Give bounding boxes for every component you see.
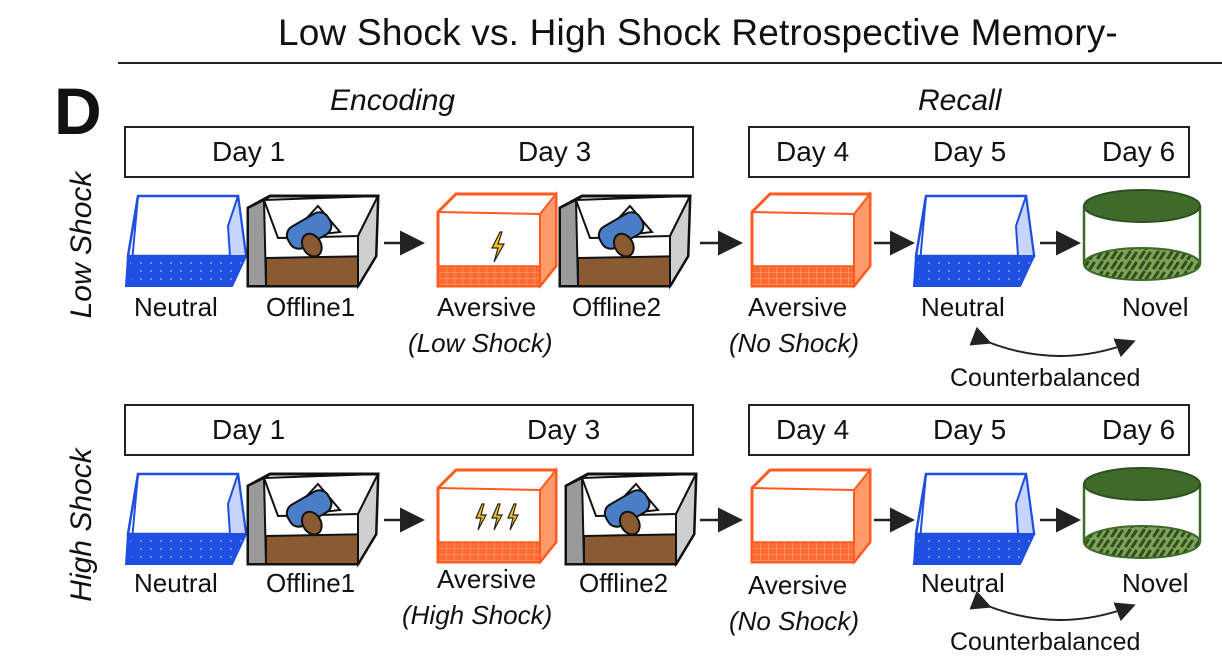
offline-homecage-icon <box>246 472 380 568</box>
neutral-context-icon <box>912 472 1036 565</box>
stage-label: Aversive <box>437 564 537 594</box>
day-label: Day 1 <box>212 414 286 445</box>
stage-label: Neutral <box>134 292 218 322</box>
offline-homecage-icon <box>564 472 698 568</box>
offline-homecage-icon <box>558 194 692 290</box>
novel-context-icon <box>1082 189 1202 281</box>
stage-label: Offline2 <box>572 292 662 322</box>
shock-condition-label: (Low Shock) <box>408 328 553 358</box>
day-label: Day 6 <box>1102 136 1176 167</box>
recall-days-box <box>748 404 1190 456</box>
shock-bolt-icon <box>491 231 506 263</box>
aversive-context-icon <box>750 467 872 565</box>
title-rule <box>118 62 1222 64</box>
counterbalance-arrow <box>969 326 1136 358</box>
neutral-context-icon <box>124 194 248 287</box>
recall-days-box <box>748 126 1190 178</box>
stage-label: Neutral <box>921 292 1005 322</box>
offline-homecage-icon <box>246 194 380 290</box>
shock-condition-label: (No Shock) <box>729 606 860 636</box>
counterbalanced-label: Counterbalanced <box>950 628 1141 656</box>
day-label: Day 5 <box>933 414 1007 445</box>
shock-bolt-icon <box>475 503 487 531</box>
neutral-context-icon <box>124 472 248 565</box>
stage-label: Neutral <box>134 568 218 598</box>
day-label: Day 4 <box>776 414 850 445</box>
figure-title: Low Shock vs. High Shock Retrospective M… <box>278 12 1118 53</box>
encoding-days-box <box>124 404 694 456</box>
aversive-context-icon <box>750 191 872 289</box>
stage-label: Aversive <box>437 292 537 322</box>
day-label: Day 1 <box>212 136 286 167</box>
stage-label: Offline1 <box>266 292 356 322</box>
novel-context-icon <box>1082 467 1202 559</box>
neutral-context-icon <box>912 194 1036 287</box>
shock-condition-label: (No Shock) <box>729 328 860 358</box>
counterbalance-arrow <box>969 590 1136 622</box>
stage-label: Offline2 <box>579 568 669 598</box>
stage-label: Novel <box>1122 292 1189 322</box>
phase-recall-label: Recall <box>918 84 1002 117</box>
day-label: Day 3 <box>527 414 601 445</box>
shock-bolt-icon <box>491 503 503 531</box>
stage-label: Aversive <box>748 570 848 600</box>
stage-label: Offline1 <box>266 568 356 598</box>
day-label: Day 3 <box>518 136 592 167</box>
encoding-days-box <box>124 126 694 178</box>
phase-encoding-label: Encoding <box>330 84 456 117</box>
stage-label: Aversive <box>748 292 848 322</box>
day-label: Day 5 <box>933 136 1007 167</box>
aversive-context-icon <box>436 191 558 289</box>
panel-letter: D <box>54 74 102 148</box>
shock-condition-label: (High Shock) <box>402 600 553 630</box>
shock-bolt-icon <box>507 503 519 531</box>
counterbalanced-label: Counterbalanced <box>950 364 1141 392</box>
day-label: Day 4 <box>776 136 850 167</box>
day-label: Day 6 <box>1102 414 1176 445</box>
